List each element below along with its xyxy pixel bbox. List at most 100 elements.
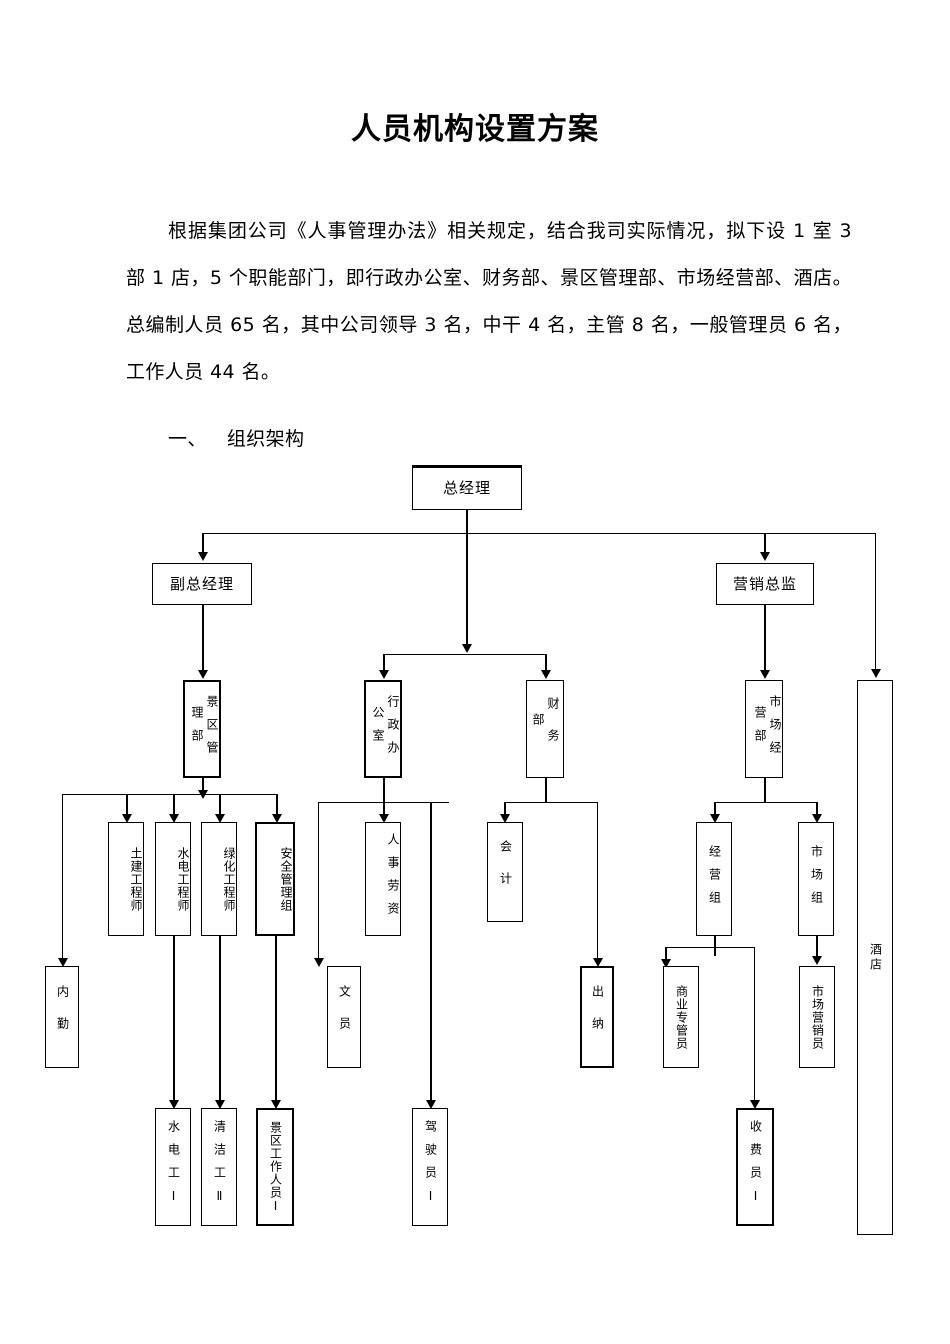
node-label: 副总经理 — [169, 574, 234, 593]
node-label: 驾驶员Ⅰ — [423, 1120, 438, 1214]
page-title: 人员机构设置方案 — [351, 112, 599, 147]
arrowhead-accountant — [500, 814, 510, 823]
edge-marketdept-trunk — [764, 778, 766, 802]
edge-finance-trunk — [545, 778, 547, 802]
section-heading: 一、组织架构 — [168, 424, 304, 451]
edge-ops-trunk — [714, 936, 716, 956]
arrowhead-toll-clerk — [750, 1100, 760, 1109]
node-driver: 驾驶员Ⅰ — [412, 1108, 448, 1226]
intro-paragraph: 根据集团公司《人事管理办法》相关规定，结合我司实际情况，拟下设 1 室 3 部 … — [126, 220, 852, 383]
edge-green-to-cleaner — [219, 936, 221, 1102]
arrowhead-hotel — [871, 669, 881, 678]
edge-scenic-trunk — [202, 778, 204, 794]
edge-deputy-to-scenic — [202, 605, 204, 672]
edge-admin-to-clerk — [318, 802, 319, 960]
edge-scenic-bus — [62, 794, 277, 795]
node-scenic-management-dept: 景区管理部 — [183, 680, 221, 778]
node-greening-engineer: 绿化工程师 — [201, 822, 237, 936]
edge-gm-trunk — [466, 510, 468, 534]
edge-scenic-to-util — [173, 794, 175, 816]
node-business-officer: 商业专管员 — [663, 966, 699, 1068]
node-cashier: 出纳 — [580, 966, 614, 1068]
edge-mktdir-to-marketdept — [764, 605, 766, 672]
arrowhead-safety-group — [272, 814, 282, 823]
section-title: 组织架构 — [226, 428, 305, 450]
arrowhead-driver — [426, 1100, 436, 1109]
edge-marketdept-to-marketgroup — [816, 802, 818, 816]
arrowhead-civil-eng — [122, 814, 132, 823]
node-label: 土建工程师 — [129, 846, 143, 912]
node-hotel: 酒店 — [857, 680, 893, 1235]
arrowhead-green-eng — [215, 814, 225, 823]
node-label: 景区管理部 — [190, 694, 219, 764]
node-marketing-director: 营销总监 — [716, 563, 814, 605]
node-market-operation-dept: 市场经营部 — [745, 680, 783, 778]
arrowhead-ops-group — [710, 814, 720, 823]
node-clerk: 文员 — [327, 966, 361, 1068]
node-label: 商业专管员 — [674, 984, 689, 1050]
node-finance-dept: 财务部 — [526, 680, 564, 778]
node-admin-office: 行政办公室 — [364, 680, 402, 778]
node-safety-management-group: 安全管理组 — [255, 822, 295, 936]
section-number: 一、 — [168, 428, 207, 450]
arrowhead-market-group — [812, 814, 822, 823]
edge-ops-to-toll — [754, 947, 755, 1104]
node-label: 内勤 — [55, 985, 70, 1049]
arrowhead-office-staff — [58, 958, 68, 967]
arrowhead-biz-officer — [661, 959, 671, 968]
node-label: 经营组 — [707, 844, 722, 914]
edge-gm-to-mktdir — [764, 533, 766, 554]
arrowhead-market-dept — [760, 670, 770, 679]
node-label: 会计 — [498, 840, 513, 904]
node-deputy-general-manager: 副总经理 — [152, 563, 252, 605]
edge-gm-to-hotel — [875, 533, 876, 671]
arrowhead-scenic-dept — [198, 670, 208, 679]
arrowhead-centre-trunk — [462, 644, 472, 653]
edge-marketgroup-to-mktstaff — [816, 936, 818, 958]
node-label: 财务部 — [531, 697, 560, 761]
edge-ops-to-biz — [665, 947, 667, 963]
arrowhead-cleaner — [215, 1100, 225, 1109]
edge-to-finance-dept — [545, 654, 547, 672]
node-label: 绿化工程师 — [222, 846, 236, 912]
node-label: 市场营销员 — [810, 984, 825, 1050]
arrowhead-mkt-director — [760, 552, 770, 561]
node-label: 出纳 — [590, 985, 605, 1049]
arrowhead-clerk — [314, 958, 324, 967]
node-label: 景区工作人员Ⅰ — [268, 1120, 283, 1214]
arrowhead-elec-worker — [169, 1100, 179, 1109]
node-label: 水电工Ⅰ — [166, 1120, 181, 1214]
edge-scenic-to-office-staff — [62, 794, 63, 960]
arrowhead-scenic-staff — [271, 1100, 281, 1109]
node-toll-clerk: 收费员Ⅰ — [736, 1108, 774, 1226]
node-marketing-staff: 市场营销员 — [799, 966, 835, 1068]
node-civil-engineer: 土建工程师 — [108, 822, 144, 936]
edge-hr-to-driver — [430, 802, 432, 1102]
node-office-staff: 内勤 — [45, 966, 79, 1068]
edge-ops-bus — [665, 947, 755, 948]
node-label: 市场组 — [809, 844, 824, 914]
node-label: 人事劳资 — [386, 833, 400, 925]
edge-marketdept-to-ops — [714, 802, 716, 816]
node-label: 清洁工Ⅱ — [212, 1120, 227, 1214]
node-cleaner: 清洁工Ⅱ — [201, 1108, 237, 1226]
edge-to-admin-office — [383, 654, 385, 672]
node-operation-group: 经营组 — [696, 822, 732, 936]
edge-scenic-to-civil — [126, 794, 128, 816]
node-accountant: 会计 — [487, 822, 523, 922]
edge-util-to-elec-worker — [173, 936, 175, 1102]
arrowhead-cashier — [593, 958, 603, 967]
node-general-manager: 总经理 — [412, 465, 522, 510]
edge-admin-to-hr — [383, 802, 385, 816]
edge-gm-bus — [203, 533, 876, 534]
node-utility-engineer: 水电工程师 — [155, 822, 191, 936]
edge-finance-to-accountant — [504, 802, 506, 816]
node-label: 安全管理组 — [279, 846, 293, 912]
edge-gm-centre-trunk — [466, 533, 468, 646]
arrowhead-hr-labor — [379, 814, 389, 823]
node-electrician-worker: 水电工Ⅰ — [155, 1108, 191, 1226]
node-label: 市场经营部 — [753, 694, 782, 764]
node-label: 营销总监 — [732, 574, 797, 593]
